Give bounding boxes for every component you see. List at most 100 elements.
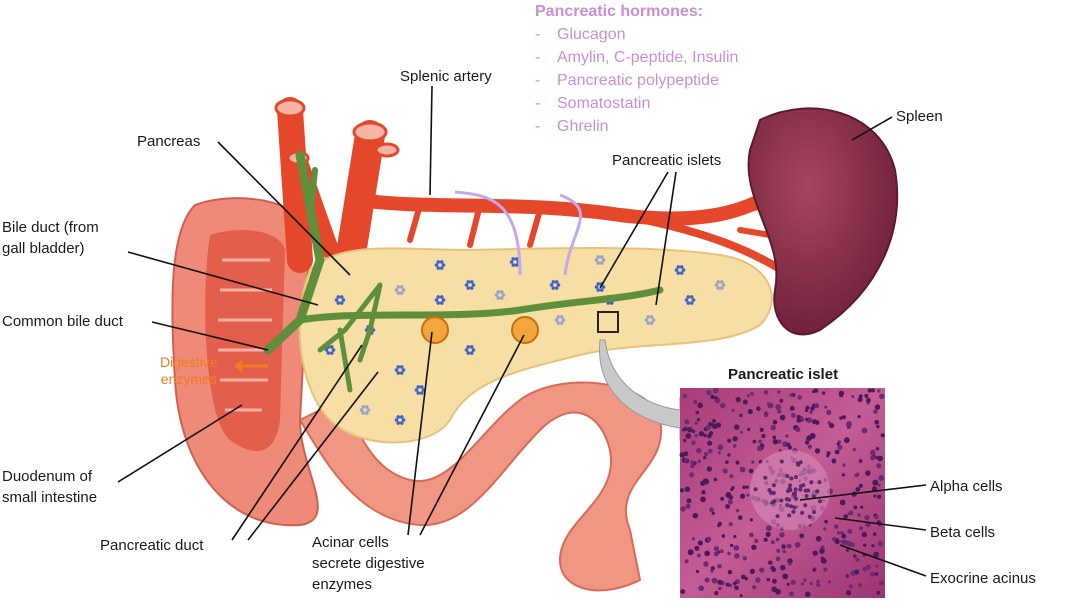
- cell-nucleus: [876, 590, 881, 595]
- cell-nucleus: [752, 439, 757, 444]
- cell-nucleus: [867, 388, 872, 393]
- cell-nucleus: [770, 424, 777, 431]
- islet-cluster: [394, 365, 406, 375]
- cell-nucleus: [839, 499, 846, 506]
- cell-nucleus: [863, 543, 867, 547]
- cell-nucleus: [805, 405, 810, 410]
- cell-nucleus: [823, 567, 828, 572]
- cell-nucleus: [725, 582, 730, 587]
- cell-nucleus: [733, 545, 740, 551]
- cell-nucleus: [823, 527, 827, 531]
- cell-nucleus: [812, 568, 816, 572]
- cell-nucleus: [807, 444, 813, 449]
- cell-nucleus: [786, 582, 790, 586]
- cell-nucleus: [756, 445, 763, 452]
- islet-cell-nucleus: [768, 490, 773, 495]
- cell-nucleus: [739, 413, 743, 418]
- cell-nucleus: [873, 551, 880, 558]
- cell-nucleus: [864, 514, 870, 521]
- cell-nucleus: [806, 435, 812, 441]
- cell-nucleus: [749, 568, 755, 574]
- cell-nucleus: [858, 459, 863, 463]
- hormones-title: Pancreatic hormones:: [535, 3, 704, 20]
- cell-nucleus: [815, 535, 822, 542]
- cell-nucleus: [775, 537, 780, 542]
- cell-nucleus: [708, 431, 714, 436]
- label-digestive-enzymes: Digestive enzymes: [160, 354, 218, 387]
- cell-nucleus: [718, 586, 722, 591]
- label-duodenum: Duodenum of small intestine: [2, 468, 98, 506]
- cell-nucleus: [751, 544, 757, 550]
- label-exocrine-acinus: Exocrine acinus: [930, 570, 1036, 587]
- pancreatic-hormones-list: Pancreatic hormones: -Glucagon -Amylin, …: [535, 0, 738, 138]
- cell-nucleus: [853, 505, 858, 510]
- cell-nucleus: [706, 466, 713, 472]
- cell-nucleus: [799, 533, 805, 539]
- cell-nucleus: [691, 537, 696, 541]
- islet-cluster: [594, 282, 606, 292]
- cell-nucleus: [869, 449, 876, 456]
- cell-nucleus: [858, 483, 863, 488]
- cell-nucleus: [839, 416, 843, 420]
- cell-nucleus: [711, 423, 718, 429]
- cell-nucleus: [755, 577, 761, 583]
- cell-nucleus: [779, 532, 785, 538]
- cell-nucleus: [861, 531, 867, 538]
- cell-nucleus: [826, 451, 831, 456]
- cell-nucleus: [775, 556, 781, 562]
- small-intestine: [298, 381, 663, 592]
- leader-lines: [117, 85, 927, 577]
- islet-cell-nucleus: [796, 462, 801, 467]
- cell-nucleus: [824, 519, 829, 524]
- cell-nucleus: [701, 490, 706, 495]
- cell-nucleus: [834, 449, 840, 455]
- cell-nucleus: [690, 460, 695, 465]
- cell-nucleus: [697, 402, 703, 409]
- islet-cluster: [594, 255, 606, 265]
- cell-nucleus: [684, 419, 690, 425]
- cell-nucleus: [689, 472, 695, 478]
- cell-nucleus: [732, 436, 738, 442]
- islet-cell-nucleus: [803, 488, 808, 493]
- cell-nucleus: [763, 537, 768, 542]
- cell-nucleus: [739, 493, 746, 499]
- cell-nucleus: [729, 543, 734, 548]
- acinar-cells: [421, 316, 539, 344]
- cell-nucleus: [853, 554, 857, 558]
- cell-nucleus: [698, 431, 705, 437]
- cell-nucleus: [845, 548, 850, 552]
- cell-nucleus: [814, 403, 820, 409]
- cell-nucleus: [727, 551, 731, 556]
- cell-nucleus: [758, 439, 762, 444]
- cell-nucleus: [735, 508, 740, 513]
- hormone-item: -Glucagon: [535, 26, 626, 43]
- cell-nucleus: [713, 477, 718, 482]
- cell-nucleus: [694, 433, 699, 438]
- cell-nucleus: [714, 396, 718, 400]
- cell-nucleus: [777, 390, 781, 394]
- cell-nucleus: [720, 496, 725, 501]
- cell-nucleus: [874, 515, 879, 520]
- cell-nucleus: [772, 435, 777, 440]
- cell-nucleus: [734, 424, 740, 430]
- cell-nucleus: [733, 534, 737, 539]
- cell-nucleus: [857, 397, 863, 403]
- cell-nucleus: [854, 569, 860, 575]
- cell-nucleus: [696, 448, 702, 454]
- cell-nucleus: [800, 582, 805, 586]
- cell-nucleus: [750, 391, 754, 396]
- cell-nucleus: [745, 485, 750, 489]
- islet-cell-nucleus: [770, 500, 775, 505]
- cell-nucleus: [727, 453, 731, 457]
- islet-cell-nucleus: [771, 483, 776, 488]
- cell-nucleus: [683, 426, 688, 432]
- cell-nucleus: [739, 466, 746, 473]
- cell-nucleus: [804, 417, 809, 421]
- islet-cluster: [434, 260, 446, 270]
- cell-nucleus: [747, 409, 753, 415]
- cell-nucleus: [717, 522, 722, 527]
- cell-nucleus: [720, 549, 724, 553]
- cell-nucleus: [765, 531, 771, 538]
- cell-nucleus: [731, 408, 735, 413]
